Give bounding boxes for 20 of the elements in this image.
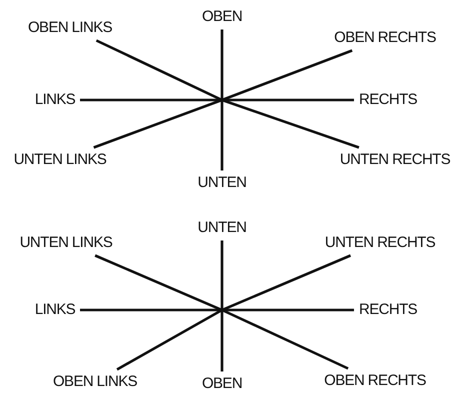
direction-label: OBEN RECHTS	[322, 372, 428, 390]
direction-label: RECHTS	[356, 300, 420, 320]
direction-label: RECHTS	[356, 90, 420, 110]
direction-label: UNTEN RECHTS	[338, 150, 452, 170]
line	[220, 240, 224, 372]
line	[80, 308, 354, 312]
direction-label: OBEN LINKS	[50, 372, 140, 392]
direction-label: UNTEN	[196, 218, 248, 238]
direction-label: UNTEN RECHTS	[322, 234, 438, 252]
direction-label: OBEN	[200, 374, 244, 394]
line	[220, 30, 224, 170]
direction-label: UNTEN	[196, 174, 248, 192]
direction-label: LINKS	[32, 300, 78, 320]
line	[80, 98, 354, 102]
direction-label: UNTEN LINKS	[12, 150, 108, 170]
direction-label: OBEN RECHTS	[332, 28, 438, 48]
direction-label: OBEN	[200, 8, 244, 26]
direction-label: UNTEN LINKS	[18, 234, 114, 252]
direction-label: LINKS	[32, 90, 78, 110]
direction-label: OBEN LINKS	[26, 18, 114, 38]
